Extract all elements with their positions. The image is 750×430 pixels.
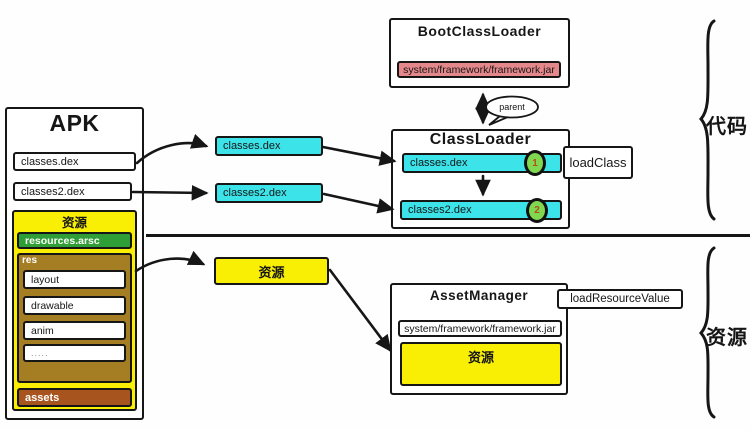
assetmanager-title: AssetManager [429, 288, 529, 303]
apk-classes-dex-item: classes.dex [13, 152, 136, 171]
res-item-drawable: drawable [23, 296, 126, 315]
res-item-more: ..... [23, 344, 126, 362]
am-framework-jar: system/framework/framework.jar [398, 320, 562, 337]
arrow-apk-to-mid-res [134, 250, 206, 273]
arrow-mid-to-cl-classes2 [322, 192, 395, 214]
legend-resources-label: 资源 [706, 327, 748, 349]
arrow-mid-to-cl-classes [321, 145, 397, 166]
loadresourcevalue-box: loadResourceValue [557, 289, 683, 309]
arrow-mid-to-am-res [328, 268, 392, 353]
apk-resources-title: 资源 [61, 216, 87, 230]
classloader-classes2-dex: classes2.dex [400, 200, 562, 220]
parent-bubble-label: parent [499, 102, 525, 112]
mid-classes-dex: classes.dex [215, 136, 323, 156]
loadclass-box: loadClass [563, 146, 633, 179]
assets-item: assets [17, 388, 132, 407]
resources-arsc-item: resources.arsc [17, 232, 132, 249]
step-badge-1: 1 [524, 150, 546, 176]
step-badge-2: 2 [526, 198, 548, 223]
res-folder-label: res [22, 255, 38, 266]
classloader-title: ClassLoader [429, 131, 532, 148]
mid-resources: 资源 [214, 257, 329, 285]
legend-code-label: 代码 [706, 116, 748, 138]
arrow-apk-to-mid-classes [135, 133, 209, 165]
bootclassloader-title: BootClassLoader [417, 23, 542, 39]
res-item-anim: anim [23, 321, 126, 340]
divider-line [146, 234, 750, 237]
classloader-classes-dex: classes.dex [402, 153, 562, 173]
apk-title: APK [49, 110, 100, 136]
apk-classes2-dex-item: classes2.dex [13, 182, 132, 201]
res-item-layout: layout [23, 270, 126, 289]
mid-classes2-dex: classes2.dex [215, 183, 323, 203]
am-resources: 资源 [400, 342, 562, 386]
boot-framework-jar: system/framework/framework.jar [397, 61, 561, 78]
